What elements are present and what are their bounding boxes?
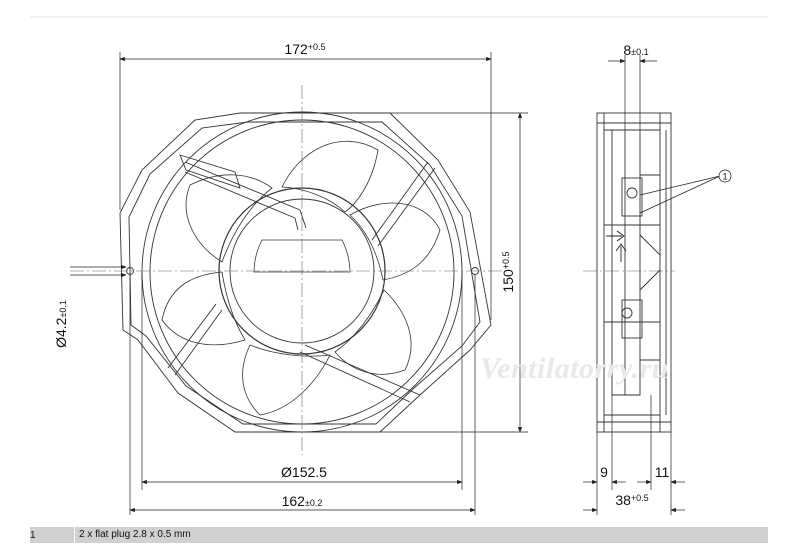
dimension-lines <box>70 52 528 515</box>
side-dimension-lines <box>583 55 721 515</box>
hub-label-plate <box>253 239 351 273</box>
dim-side-9: 9 <box>600 464 608 480</box>
fan-struts <box>167 154 436 403</box>
dim-height-150: 150+0.5 <box>500 251 516 292</box>
dim-impeller-152-5: Ø152.5 <box>281 464 327 480</box>
center-lines <box>70 85 675 455</box>
rotation-arrow-icon <box>615 243 627 262</box>
legend-number: 1 <box>30 529 36 541</box>
callout-circle <box>718 169 732 183</box>
legend-text: 2 x flat plug 2.8 x 0.5 mm <box>74 527 191 543</box>
airflow-arrow-icon <box>606 230 625 242</box>
dim-width-172: 172+0.5 <box>284 41 325 57</box>
front-view <box>119 111 492 433</box>
fan-housing-inner <box>128 121 481 425</box>
callout-number: 1 <box>722 172 727 182</box>
dim-side-11: 11 <box>655 464 670 480</box>
side-view <box>596 112 672 433</box>
flat-plug-top <box>621 177 643 217</box>
dim-hole-4-2: Ø4.2±0.1 <box>53 300 69 348</box>
side-frame <box>596 112 672 433</box>
dim-depth-8: 8±0.1 <box>623 42 648 58</box>
fan-housing-outline <box>119 112 492 433</box>
dim-thickness-38: 38+0.5 <box>615 492 648 508</box>
flat-plug-bottom <box>621 299 643 339</box>
dim-spacing-162: 162±0.2 <box>282 493 323 509</box>
fan-blades <box>161 140 441 416</box>
legend-bar: 1 2 x flat plug 2.8 x 0.5 mm <box>30 527 768 543</box>
